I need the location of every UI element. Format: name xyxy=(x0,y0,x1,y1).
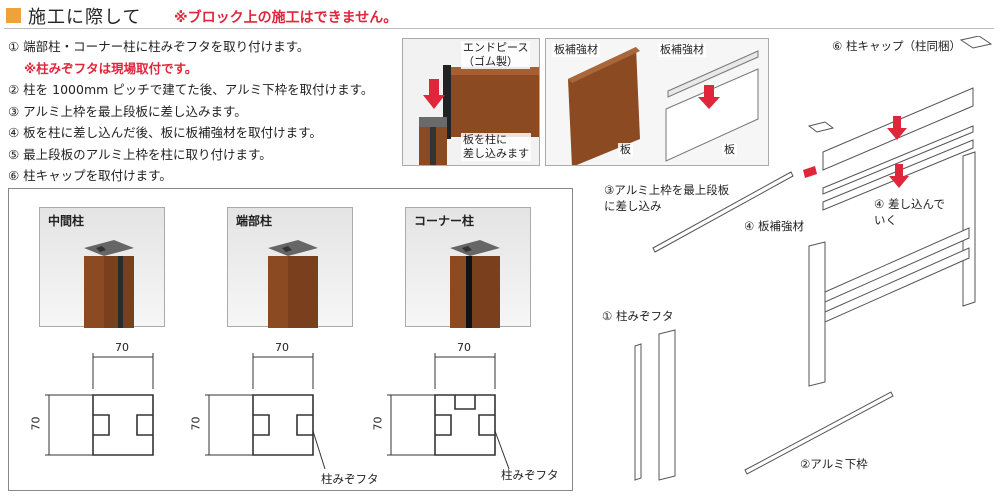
step-1-note: ※柱みぞフタは現場取付です。 xyxy=(24,60,198,76)
warning-note: ※ブロック上の施工はできません。 xyxy=(174,10,398,26)
cross-section-drawings xyxy=(45,353,510,470)
corner-width-dim: 70 xyxy=(457,341,471,354)
post-types-panel: 中間柱 端部柱 コーナー柱 xyxy=(8,188,573,491)
reinforcement-label-right: 板補強材 xyxy=(658,43,706,57)
middle-width-dim: 70 xyxy=(115,341,129,354)
corner-post-photo: コーナー柱 xyxy=(405,207,531,328)
step-3: ③ アルミ上枠を最上段板に差し込みます。 xyxy=(8,103,247,119)
board-label-right: 板 xyxy=(722,143,737,157)
corner-groove-cover-callout: 柱みぞフタ xyxy=(501,468,559,482)
groove-cover-label: ① 柱みぞフタ xyxy=(602,309,674,323)
end-width-dim: 70 xyxy=(275,341,289,354)
step-5: ⑤ 最上段板のアルミ上枠を柱に取り付けます。 xyxy=(8,146,272,162)
end-groove-cover-callout: 柱みぞフタ xyxy=(321,472,379,486)
reinforce-label: ④ 板補強材 xyxy=(744,219,804,233)
corner-post-title: コーナー柱 xyxy=(414,214,475,228)
header-marker xyxy=(6,8,21,23)
end-post-title: 端部柱 xyxy=(236,214,273,228)
step-4: ④ 板を柱に差し込んだ後、板に板補強材を取付けます。 xyxy=(8,125,322,140)
corner-height-dim: 70 xyxy=(371,416,385,431)
section-header: 施工に際して ※ブロック上の施工はできません。 xyxy=(4,2,994,30)
middle-height-dim: 70 xyxy=(29,416,43,431)
middle-post-photo: 中間柱 xyxy=(39,207,165,328)
bottom-rail-label: ②アルミ下枠 xyxy=(800,457,868,471)
step-2: ② 柱を 1000mm ピッチで建てた後、アルミ下枠を取付けます。 xyxy=(8,82,374,97)
board-label-left: 板 xyxy=(618,143,633,157)
instruction-steps: ① 端部柱・コーナー柱に柱みぞフタを取り付けます。 ※柱みぞフタは現場取付です。… xyxy=(8,36,373,187)
step-1: ① 端部柱・コーナー柱に柱みぞフタを取り付けます。 xyxy=(8,39,310,54)
end-piece-label: エンドピース （ゴム製） xyxy=(461,41,531,69)
reinforcement-photo: 板補強材 板補強材 板 板 xyxy=(545,38,769,166)
header-divider xyxy=(4,28,994,29)
end-piece-photo: エンドピース （ゴム製） 板を柱に 差し込みます xyxy=(402,38,540,166)
assembly-diagram xyxy=(634,36,993,481)
top-rail-label: ③アルミ上枠を最上段板 に差し込み xyxy=(604,183,730,213)
reinforcement-illustration xyxy=(546,39,768,165)
page-title: 施工に際して xyxy=(28,7,142,28)
step-6: ⑥ 柱キャップを取付けます。 xyxy=(8,168,172,183)
insert-board-label: 板を柱に 差し込みます xyxy=(461,133,531,161)
end-post-photo: 端部柱 xyxy=(227,207,353,328)
reinforcement-label-left: 板補強材 xyxy=(552,43,600,57)
insert-label: ④ 差し込んで いく xyxy=(874,197,945,227)
middle-post-title: 中間柱 xyxy=(48,214,85,228)
cap-label: ⑥ 柱キャップ（柱同梱） xyxy=(832,39,961,53)
end-height-dim: 70 xyxy=(189,416,203,431)
